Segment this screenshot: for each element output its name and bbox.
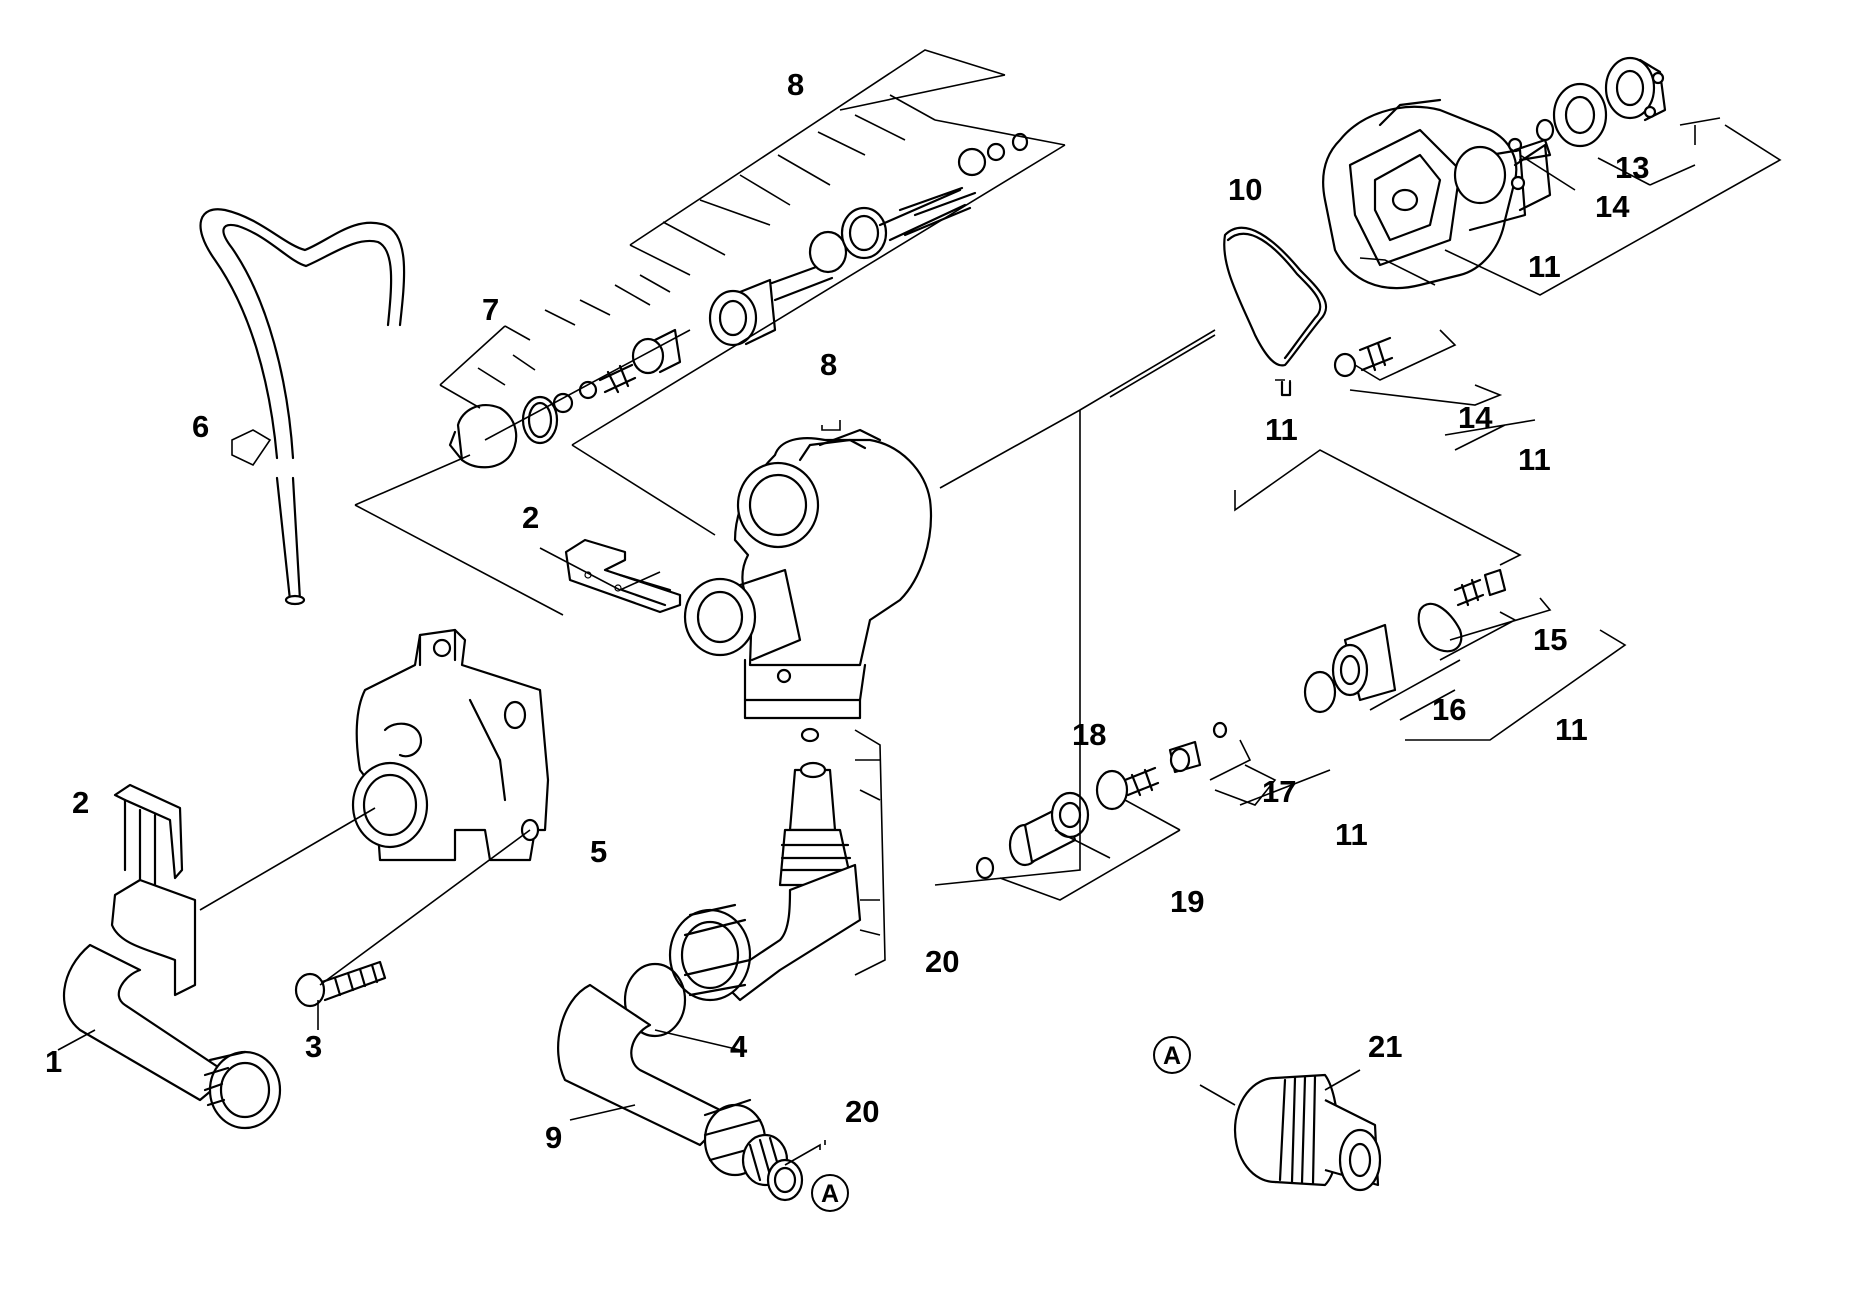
leader-lines [57, 49, 1782, 1166]
part-7-valve-assembly [448, 328, 682, 469]
part-15-16-valve [1303, 568, 1507, 714]
label-part-10: 10 [1228, 172, 1262, 207]
label-part-18: 18 [1072, 717, 1106, 752]
callout-a-lower: A [811, 1174, 849, 1212]
callout-label: A [821, 1180, 839, 1208]
callout-circle [811, 1174, 849, 1212]
label-part-11: 11 [1555, 712, 1588, 747]
label-part-14: 14 [1595, 189, 1630, 224]
label-part-17: 17 [1262, 774, 1296, 809]
part-13-14-seals [1513, 56, 1667, 162]
label-part-20: 20 [845, 1094, 879, 1129]
part-11-pump-block [1322, 98, 1552, 290]
label-part-14: 14 [1458, 400, 1493, 435]
label-part-21: 21 [1368, 1029, 1402, 1064]
label-part-11: 11 [1528, 249, 1561, 284]
callout-a-coupling: A [1153, 1036, 1191, 1074]
part-labels: 1 2 2 3 4 5 6 7 8 8 9 10 11 11 11 11 11 … [45, 67, 1649, 1155]
callout-circle [1153, 1036, 1191, 1074]
callout-label: A [1163, 1042, 1181, 1070]
part-1-elbow-pipe [62, 878, 282, 1130]
part-14-spring [1280, 336, 1394, 397]
part-20-fitting [718, 727, 862, 1002]
label-part-4: 4 [730, 1029, 748, 1064]
label-part-19: 19 [1170, 884, 1204, 919]
label-part-16: 16 [1432, 692, 1466, 727]
part-5-housing [351, 628, 550, 862]
part-17-18-19-valve [975, 721, 1228, 880]
label-part-11: 11 [1518, 442, 1551, 477]
label-part-20: 20 [925, 944, 959, 979]
label-part-13: 13 [1615, 150, 1649, 185]
part-3-screw [294, 960, 387, 1008]
label-part-7: 7 [482, 292, 499, 327]
part-2-clip-upper [564, 538, 682, 614]
part-21-coupling [1233, 1073, 1382, 1192]
part-10-gasket [1223, 226, 1328, 367]
label-part-2: 2 [72, 785, 89, 820]
part-8-valve-assembly [708, 132, 1029, 347]
label-part-5: 5 [590, 834, 607, 869]
pump-head-body [683, 428, 932, 720]
label-part-15: 15 [1533, 622, 1567, 657]
part-6-hose [199, 208, 406, 606]
label-part-11: 11 [1265, 412, 1298, 447]
part-9-elbow-assembly [557, 903, 804, 1202]
label-part-1: 1 [45, 1044, 62, 1079]
label-part-6: 6 [192, 409, 209, 444]
label-part-2: 2 [522, 500, 539, 535]
label-part-9: 9 [545, 1120, 562, 1155]
label-part-3: 3 [305, 1029, 322, 1064]
label-part-8: 8 [787, 67, 804, 102]
label-part-8: 8 [820, 347, 837, 382]
label-part-11: 11 [1335, 817, 1368, 852]
part-2-clip-lower [113, 783, 184, 887]
